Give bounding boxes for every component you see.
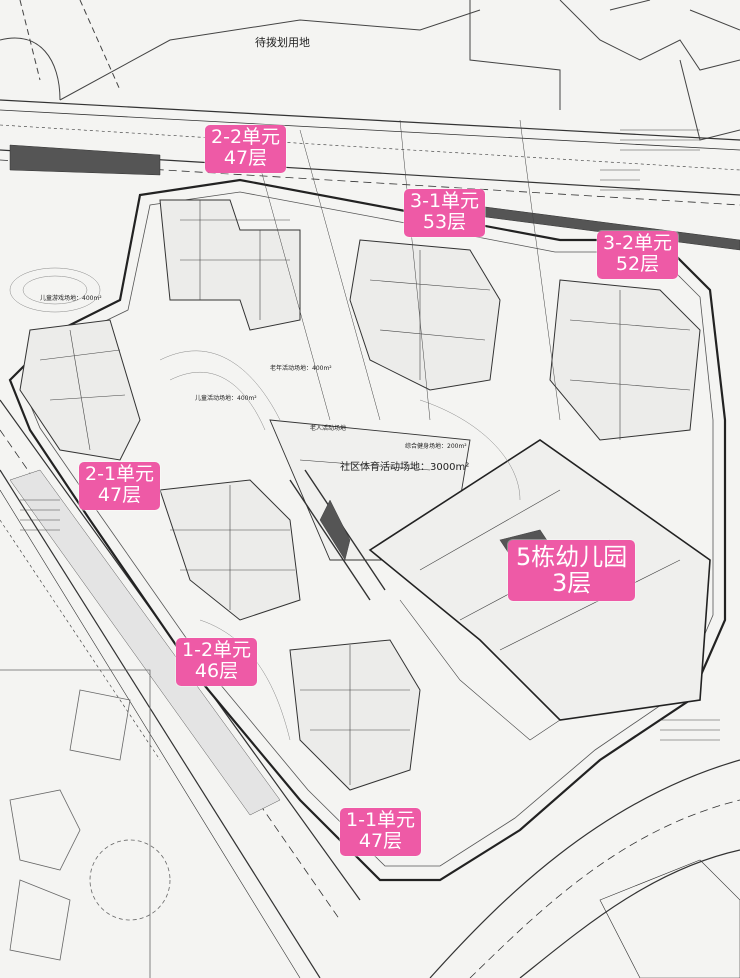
unit-name: 1-2单元 <box>182 639 252 661</box>
site-boundary <box>8 178 727 882</box>
unit-name: 3-1单元 <box>410 190 480 212</box>
tower-details <box>39 200 691 785</box>
children-play-label: 儿童活动场地：400m² <box>195 394 257 402</box>
unit-name: 2-2单元 <box>211 126 281 148</box>
tower-footprints <box>19 199 701 791</box>
unit-floors: 53层 <box>422 211 467 234</box>
unit-name: 2-1单元 <box>85 463 155 485</box>
community-sports-label: 社区体育活动场地：3000m² <box>340 460 469 473</box>
bottom-left-buildings <box>0 669 171 978</box>
unit-name: 1-1单元 <box>346 809 416 831</box>
unit-tag-3-1: 3-1单元 53层 <box>404 189 486 237</box>
leader-lines <box>20 119 720 741</box>
kindergarten-floors: 3层 <box>552 569 592 598</box>
right-lower-road <box>429 759 740 978</box>
unit-tag-3-2: 3-2单元 52层 <box>597 231 679 279</box>
top-land-label: 待拨划用地 <box>255 35 310 49</box>
kindergarten-tag: 5栋幼儿园 3层 <box>508 540 636 601</box>
unit-floors: 47层 <box>358 830 403 853</box>
unit-floors: 47层 <box>97 484 142 507</box>
unit-tag-1-2: 1-2单元 46层 <box>176 638 258 686</box>
unit-tag-2-2: 2-2单元 47层 <box>205 125 287 173</box>
unit-floors: 52层 <box>615 253 660 276</box>
landscape-contours <box>9 267 521 741</box>
unit-name: 3-2单元 <box>603 232 673 254</box>
unit-floors: 46层 <box>194 660 239 683</box>
neighbouring-parcels <box>0 0 740 141</box>
unit-tag-2-1: 2-1单元 47层 <box>79 462 161 510</box>
fitness-label: 综合健身场地：200m² <box>405 442 467 450</box>
upper-road <box>0 99 740 251</box>
play-area-left-label: 儿童游戏场地：400m² <box>40 294 102 302</box>
kindergarten-name: 5栋幼儿园 <box>516 543 628 571</box>
unit-tag-1-1: 1-1单元 47层 <box>340 808 422 856</box>
elderly-activity-label: 老年活动场地：400m² <box>270 364 332 372</box>
elderly-activity-2-label: 老人活动场地 <box>310 424 346 432</box>
unit-floors: 47层 <box>223 147 268 170</box>
